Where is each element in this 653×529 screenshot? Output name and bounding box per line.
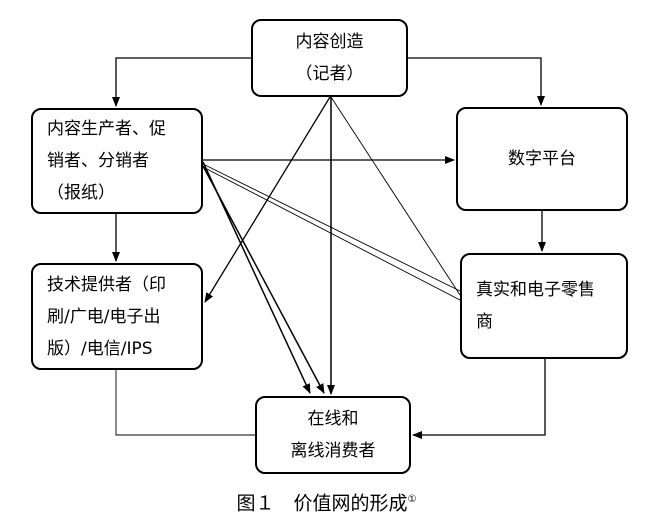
node-tech-provider-line-2: 刷/广电/电子出	[47, 306, 161, 327]
figure-caption: 图１ 价值网的形成①	[0, 487, 653, 516]
node-content-creation-line-1: 内容创造	[295, 32, 364, 52]
node-digital-platform-line-1: 数字平台	[508, 149, 576, 169]
node-retailer-line-2: 商	[476, 312, 493, 332]
figure-caption-text: 图１ 价值网的形成	[236, 492, 408, 515]
arrow-create-to-tech	[204, 96, 331, 303]
node-content-producer-line-3: （报纸）	[47, 183, 115, 203]
line-create-to-retail	[330, 96, 461, 296]
arrow-retail-to-consumer	[412, 359, 546, 439]
line-producer-to-retail-b	[202, 166, 461, 301]
node-digital-platform: 数字平台	[456, 107, 628, 211]
node-consumers-line-1: 在线和	[307, 409, 359, 429]
node-content-producer-line-1: 内容生产者、促	[47, 119, 166, 139]
node-content-creation-line-2: （记者）	[295, 64, 364, 84]
node-retailer: 真实和电子零售 商	[460, 253, 628, 359]
node-content-producer-line-2: 销者、分销者	[47, 151, 149, 171]
node-content-producer: 内容生产者、促 销者、分销者 （报纸）	[31, 108, 203, 214]
arrow-producer-to-consumer-b	[202, 165, 325, 394]
line-producer-to-retail-a	[202, 163, 461, 292]
node-tech-provider-line-1: 技术提供者（印	[47, 274, 166, 295]
node-consumers-line-2: 离线消费者	[290, 441, 376, 461]
line-tech-to-consumer	[115, 370, 255, 436]
footnote-mark: ①	[407, 494, 417, 505]
arrow-create-to-platform	[408, 57, 545, 106]
node-content-creation: 内容创造 （记者）	[251, 19, 408, 97]
node-consumers: 在线和 离线消费者	[255, 396, 411, 474]
node-tech-provider-line-3: 版）/电信/IPS	[47, 338, 153, 359]
node-tech-provider: 技术提供者（印 刷/广电/电子出 版）/电信/IPS	[31, 263, 203, 370]
arrow-create-to-producer	[112, 57, 251, 107]
node-retailer-line-1: 真实和电子零售	[476, 280, 595, 300]
